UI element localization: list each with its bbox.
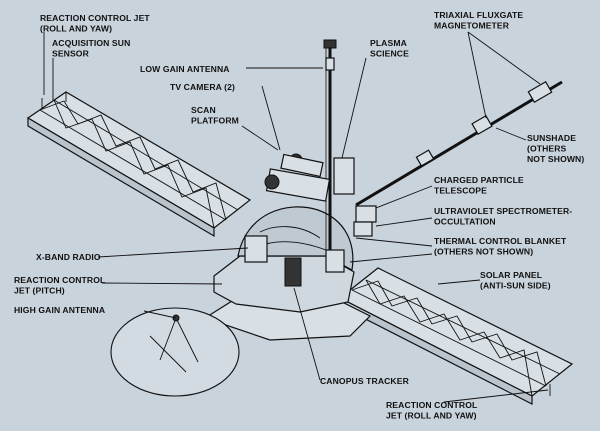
high-gain-antenna bbox=[110, 307, 240, 397]
labels: REACTION CONTROL JET(ROLL AND YAW) ACQUI… bbox=[14, 10, 584, 421]
label-high-gain-antenna-line: HIGH GAIN ANTENNA bbox=[14, 305, 105, 315]
label-canopus-tracker-line: CANOPUS TRACKER bbox=[320, 376, 410, 386]
label-acquisition-sun-sensor-line: SENSOR bbox=[52, 49, 90, 59]
label-uv-spectrometer-line: OCCULTATION bbox=[434, 217, 496, 227]
label-canopus-tracker: CANOPUS TRACKER bbox=[320, 376, 410, 386]
label-plasma-science-line: PLASMA bbox=[370, 38, 407, 48]
label-x-band-radio: X-BAND RADIO bbox=[36, 252, 101, 262]
label-reaction-control-jet-bottom-line: REACTION CONTROL bbox=[386, 400, 477, 410]
label-solar-panel-line: (ANTI-SUN SIDE) bbox=[480, 281, 551, 291]
label-sunshade-line: (OTHERS bbox=[527, 144, 567, 154]
label-uv-spectrometer-line: ULTRAVIOLET SPECTROMETER- bbox=[434, 206, 572, 216]
label-scan-platform-line: PLATFORM bbox=[191, 116, 239, 126]
label-reaction-control-jet-top-line: REACTION CONTROL JET bbox=[40, 13, 150, 23]
magnetometer-boom bbox=[355, 80, 563, 207]
label-solar-panel-line: SOLAR PANEL bbox=[480, 270, 542, 280]
label-x-band-radio-line: X-BAND RADIO bbox=[36, 252, 101, 262]
right-solar-panel bbox=[338, 267, 574, 405]
charged-particle-box bbox=[355, 205, 377, 223]
plasma-science-box bbox=[333, 157, 355, 195]
label-reaction-control-jet-pitch-line: REACTION CONTROL bbox=[14, 275, 105, 285]
label-charged-particle-telescope-line: TELESCOPE bbox=[434, 186, 487, 196]
label-acquisition-sun-sensor-line: ACQUISITION SUN bbox=[52, 38, 130, 48]
label-low-gain-antenna-line: LOW GAIN ANTENNA bbox=[140, 64, 230, 74]
label-tv-camera-line: TV CAMERA (2) bbox=[170, 82, 235, 92]
label-thermal-control-blanket-line: THERMAL CONTROL BLANKET bbox=[434, 236, 567, 246]
low-gain-antenna bbox=[323, 39, 337, 250]
label-charged-particle-telescope-line: CHARGED PARTICLE bbox=[434, 175, 524, 185]
label-uv-spectrometer: ULTRAVIOLET SPECTROMETER-OCCULTATION bbox=[434, 206, 572, 227]
label-triaxial-magnetometer-line: MAGNETOMETER bbox=[434, 21, 510, 31]
label-triaxial-magnetometer-line: TRIAXIAL FLUXGATE bbox=[434, 10, 523, 20]
spacecraft-bus bbox=[203, 206, 372, 341]
left-solar-panel bbox=[26, 91, 252, 238]
label-thermal-control-blanket-line: (OTHERS NOT SHOWN) bbox=[434, 247, 533, 257]
label-plasma-science-line: SCIENCE bbox=[370, 49, 409, 59]
label-low-gain-antenna: LOW GAIN ANTENNA bbox=[140, 64, 230, 74]
label-high-gain-antenna: HIGH GAIN ANTENNA bbox=[14, 305, 105, 315]
label-reaction-control-jet-top: REACTION CONTROL JET(ROLL AND YAW) bbox=[40, 13, 150, 34]
label-reaction-control-jet-pitch-line: JET (PITCH) bbox=[14, 286, 65, 296]
label-reaction-control-jet-top-line: (ROLL AND YAW) bbox=[40, 24, 112, 34]
leader-lines bbox=[43, 31, 549, 403]
label-sunshade-line: SUNSHADE bbox=[527, 133, 576, 143]
label-sunshade-line: NOT SHOWN) bbox=[527, 154, 584, 164]
label-solar-panel: SOLAR PANEL(ANTI-SUN SIDE) bbox=[480, 270, 551, 291]
uv-spectrometer-box bbox=[353, 221, 373, 237]
label-thermal-control-blanket: THERMAL CONTROL BLANKET(OTHERS NOT SHOWN… bbox=[434, 236, 567, 257]
label-scan-platform-line: SCAN bbox=[191, 105, 216, 115]
label-reaction-control-jet-bottom-line: JET (ROLL AND YAW) bbox=[386, 411, 477, 421]
scan-platform bbox=[264, 153, 331, 202]
label-tv-camera: TV CAMERA (2) bbox=[170, 82, 235, 92]
